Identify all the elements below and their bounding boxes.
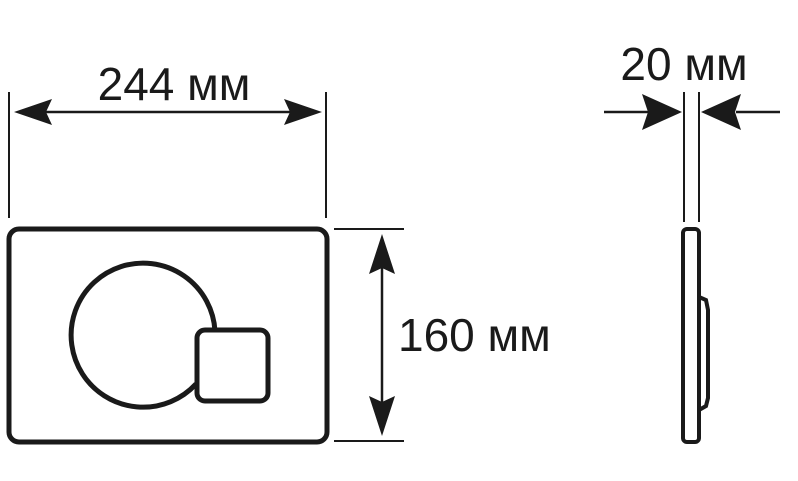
front-view [6, 226, 330, 445]
width-dimension: 244 мм [8, 58, 327, 218]
depth-arrow-left [642, 94, 682, 130]
width-arrow-right [284, 99, 322, 125]
large-flush-button [68, 260, 218, 410]
small-flush-button [194, 327, 271, 404]
width-arrow-left [14, 99, 52, 125]
plate-outline [6, 226, 330, 445]
height-dimension: 160 мм [334, 228, 551, 442]
height-arrow-bottom [369, 396, 395, 436]
plate-side-outline [681, 227, 701, 444]
width-label: 244 мм [98, 58, 251, 110]
height-arrow-top [369, 234, 395, 274]
height-label: 160 мм [398, 309, 551, 361]
depth-dimension: 20 мм [604, 38, 780, 222]
button-side-profile [698, 295, 710, 412]
depth-label: 20 мм [620, 38, 747, 90]
depth-arrow-right [701, 94, 741, 130]
side-view [681, 227, 710, 444]
